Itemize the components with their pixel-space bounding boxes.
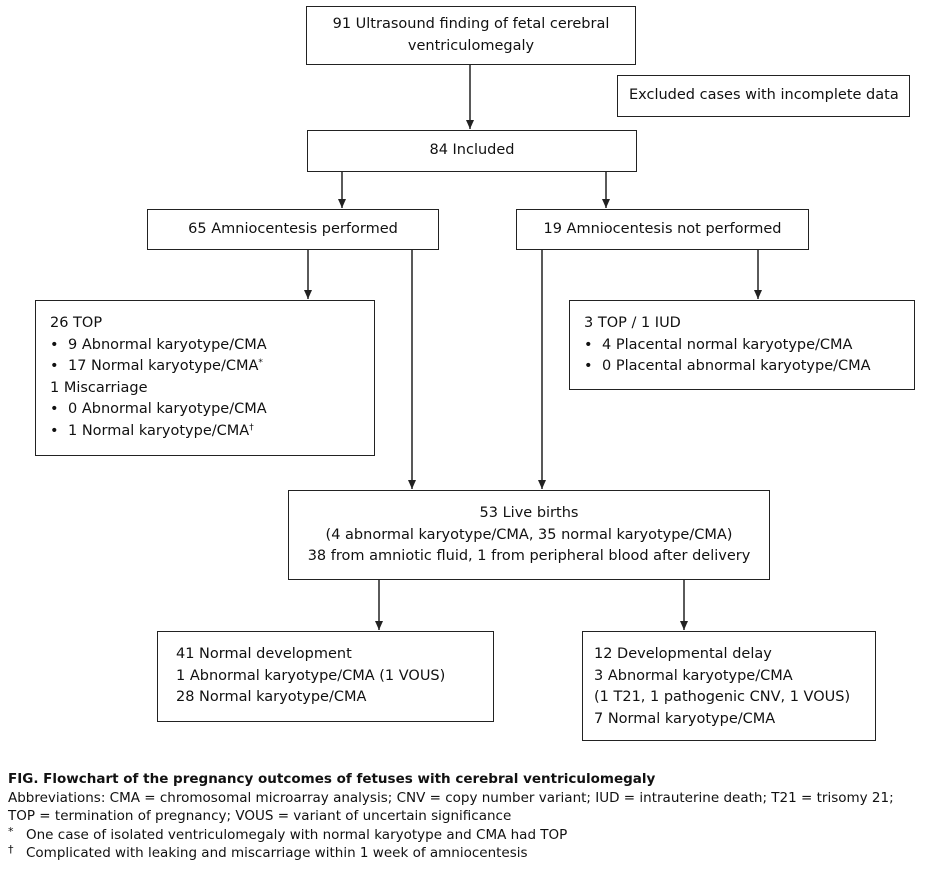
excluded-box: Excluded cases with incomplete data <box>617 75 910 117</box>
normal-dev-line3: 28 Normal karyotype/CMA <box>176 689 367 705</box>
list-item: 9 Abnormal karyotype/CMA <box>50 335 360 357</box>
top-iud-count: 3 TOP / 1 IUD <box>584 315 681 331</box>
footnote-text: Complicated with leaking and miscarriage… <box>26 845 528 861</box>
amnio-performed-box: 65 Amniocentesis performed <box>147 209 439 250</box>
dev-delay-line3: (1 T21, 1 pathogenic CNV, 1 VOUS) <box>594 689 851 705</box>
included-label: 84 Included <box>429 142 515 158</box>
miscarriage-count: 1 Miscarriage <box>50 379 148 396</box>
normal-dev-line1: 41 Normal development <box>176 646 352 662</box>
miscarriage-list: 0 Abnormal karyotype/CMA 1 Normal karyot… <box>50 399 360 442</box>
start-box: 91 Ultrasound finding of fetal cerebral … <box>306 6 636 65</box>
list-item: 1 Normal karyotype/CMA† <box>50 421 360 443</box>
live-births-box: 53 Live births (4 abnormal karyotype/CMA… <box>288 490 770 580</box>
abbreviations-line1: Abbreviations: CMA = chromosomal microar… <box>8 789 894 806</box>
amnio-not-performed-label: 19 Amniocentesis not performed <box>543 221 782 237</box>
amnio-not-performed-box: 19 Amniocentesis not performed <box>516 209 809 250</box>
footnote-mark: † <box>8 843 14 856</box>
list-item: 17 Normal karyotype/CMA* <box>50 356 360 378</box>
asterisk-mark: * <box>258 358 263 368</box>
dev-delay-line1: 12 Developmental delay <box>594 646 772 662</box>
list-item: 4 Placental normal karyotype/CMA <box>584 335 900 357</box>
footnote-dagger: † Complicated with leaking and miscarria… <box>8 843 934 863</box>
amnio-outcome-box: 26 TOP 9 Abnormal karyotype/CMA 17 Norma… <box>35 300 375 456</box>
live-births-line1: 53 Live births <box>479 505 579 521</box>
abbreviations-line2: TOP = termination of pregnancy; VOUS = v… <box>8 808 512 824</box>
excluded-label: Excluded cases with incomplete data <box>629 87 899 103</box>
normal-development-box: 41 Normal development 1 Abnormal karyoty… <box>157 631 494 722</box>
footnote-asterisk: * One case of isolated ventriculomegaly … <box>8 824 934 845</box>
top-list: 9 Abnormal karyotype/CMA 17 Normal karyo… <box>50 335 360 378</box>
footnote-text: One case of isolated ventriculomegaly wi… <box>26 826 568 843</box>
start-line2: ventriculomegaly <box>407 37 535 54</box>
live-births-line2: (4 abnormal karyotype/CMA, 35 normal kar… <box>325 526 733 543</box>
amnio-performed-label: 65 Amniocentesis performed <box>188 221 398 237</box>
list-item: 0 Abnormal karyotype/CMA <box>50 399 360 421</box>
caption-title: FIG. Flowchart of the pregnancy outcomes… <box>8 771 656 787</box>
top-count: 26 TOP <box>50 315 103 331</box>
start-line1: 91 Ultrasound finding of fetal cerebral <box>332 16 610 32</box>
dev-delay-line2: 3 Abnormal karyotype/CMA <box>594 667 793 684</box>
dev-delay-line4: 7 Normal karyotype/CMA <box>594 710 776 727</box>
dagger-mark: † <box>249 422 254 433</box>
list-item: 0 Placental abnormal karyotype/CMA <box>584 356 900 378</box>
live-births-line3: 38 from amniotic fluid, 1 from periphera… <box>307 548 751 564</box>
figure-caption: FIG. Flowchart of the pregnancy outcomes… <box>8 770 934 863</box>
normal-dev-line2: 1 Abnormal karyotype/CMA (1 VOUS) <box>176 667 446 684</box>
included-box: 84 Included <box>307 130 637 172</box>
placental-list: 4 Placental normal karyotype/CMA 0 Place… <box>584 335 900 378</box>
developmental-delay-box: 12 Developmental delay 3 Abnormal karyot… <box>582 631 876 741</box>
no-amnio-outcome-box: 3 TOP / 1 IUD 4 Placental normal karyoty… <box>569 300 915 390</box>
footnote-mark: * <box>8 824 14 838</box>
